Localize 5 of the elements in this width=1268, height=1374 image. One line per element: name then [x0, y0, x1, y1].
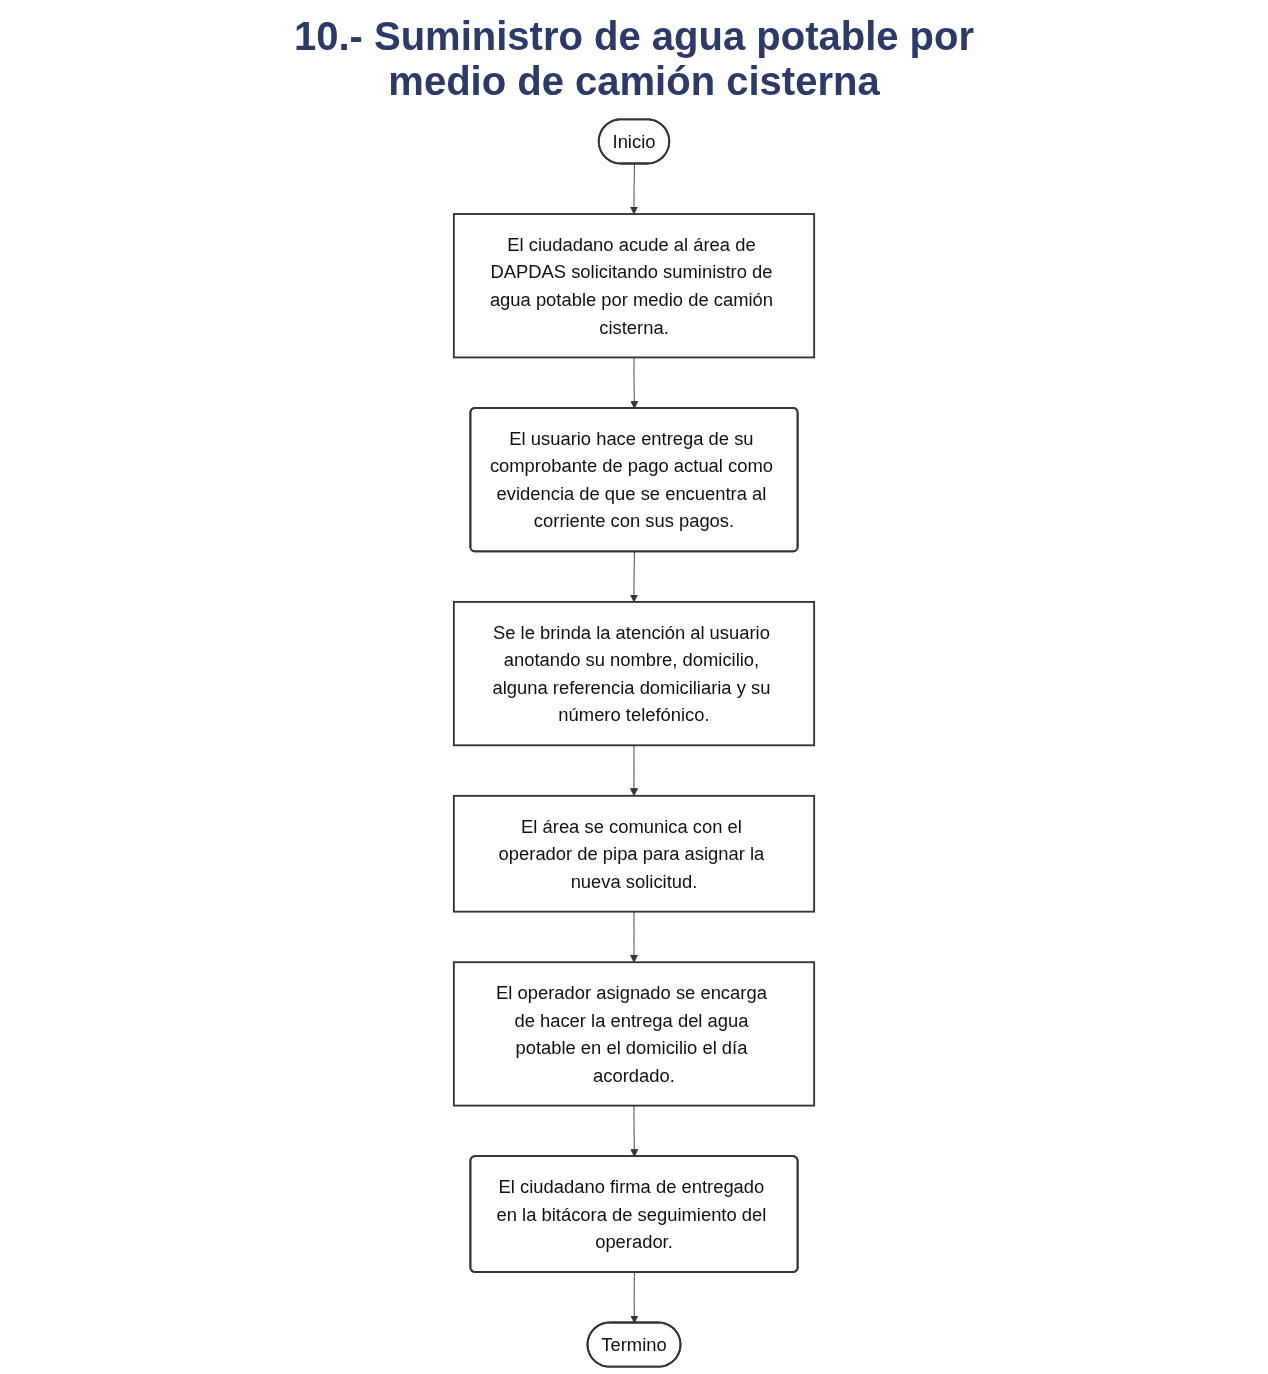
node-box: Se le brinda la atención al usuario anotando su nombre, domicilio, alguna referencia domiciliaria y su número telefónico.	[452, 601, 816, 747]
node-box: El operador asignado se encarga de hacer la entrega del agua potable en el domicilio el día acordado.	[452, 961, 816, 1107]
diagram-title: 10.- Suministro de agua potable por medio de camión cisterna	[292, 14, 976, 104]
node-box: El área se comunica con el operador de pipa para asignar la nueva solicitud.	[452, 794, 816, 913]
node-box: El ciudadano acude al área de DAPDAS solicitando suministro de agua potable por medio de camión cisterna.	[452, 213, 816, 359]
